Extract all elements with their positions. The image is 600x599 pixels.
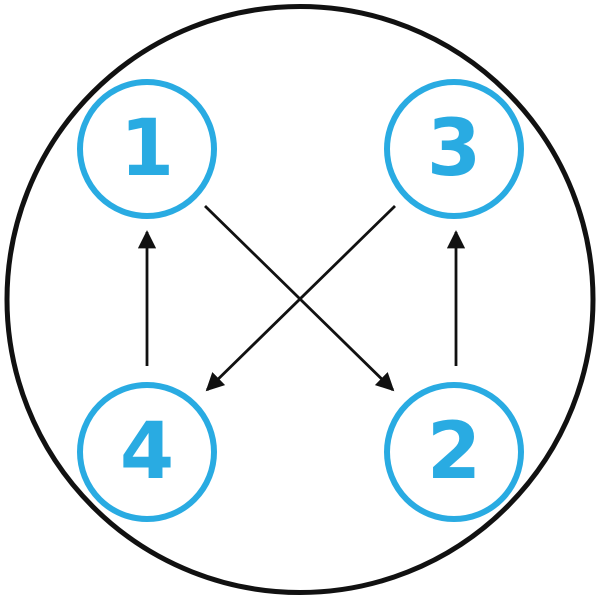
node-1-label: 1 xyxy=(120,104,174,194)
node-3: 3 xyxy=(384,79,524,219)
node-2-label: 2 xyxy=(427,407,481,497)
outer-ring xyxy=(4,4,596,595)
arrows xyxy=(137,204,466,392)
node-1: 1 xyxy=(77,79,217,219)
node-4-circle xyxy=(77,382,217,522)
node-3-label: 3 xyxy=(427,104,481,194)
node-2: 2 xyxy=(384,382,524,522)
node-4-label: 4 xyxy=(120,407,174,497)
node-2-circle xyxy=(384,382,524,522)
node-1-circle xyxy=(77,79,217,219)
node-4: 4 xyxy=(77,382,217,522)
arrow-3-to-4 xyxy=(205,204,396,392)
node-3-circle xyxy=(384,79,524,219)
